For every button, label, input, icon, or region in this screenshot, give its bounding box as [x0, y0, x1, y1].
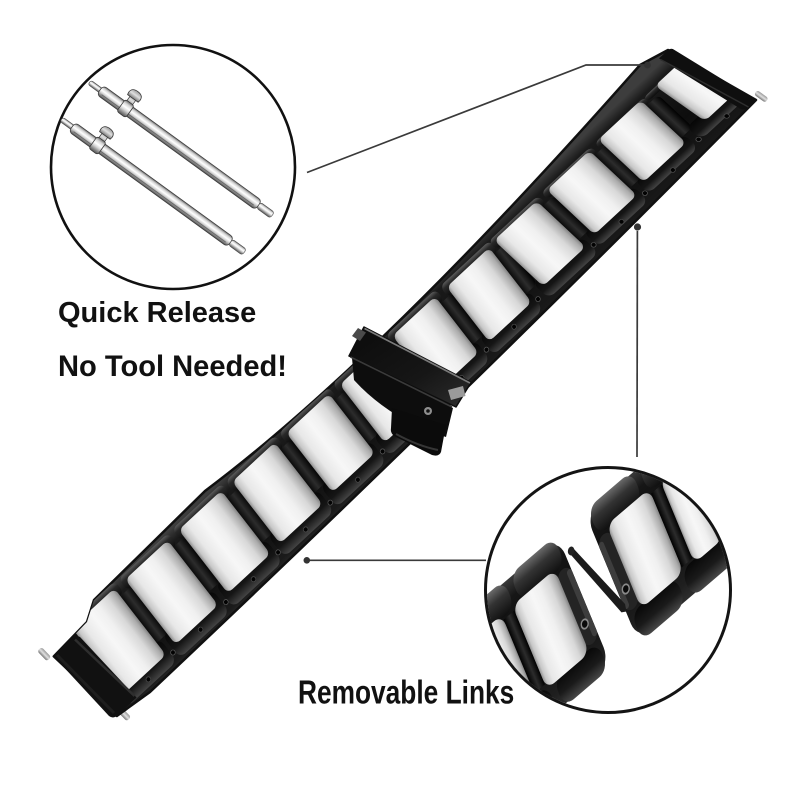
svg-text:Quick Release: Quick Release: [58, 297, 256, 329]
svg-text:No Tool Needed!: No Tool Needed!: [58, 350, 287, 383]
svg-text:Removable Links: Removable Links: [298, 675, 514, 712]
